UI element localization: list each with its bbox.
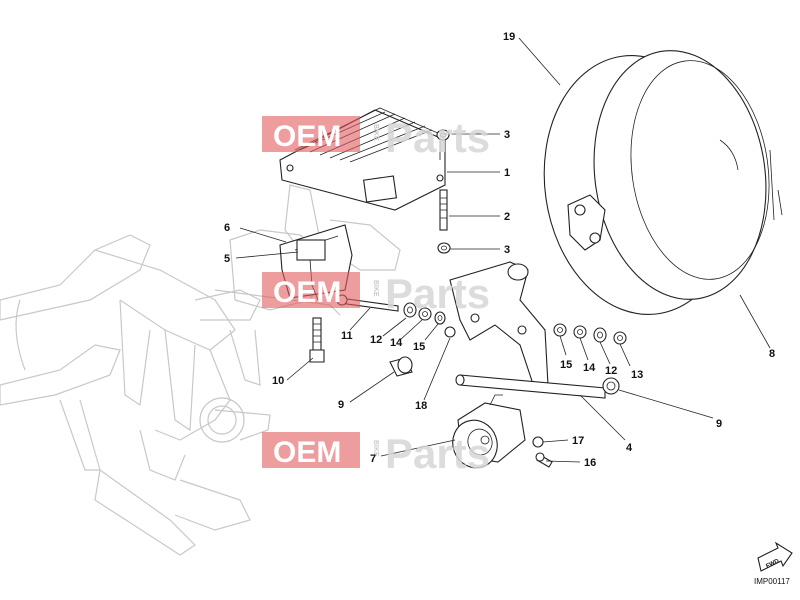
part-2-stud [439, 189, 448, 231]
forward-arrow-icon: FWD [757, 541, 793, 572]
callout-5: 5 [224, 253, 230, 265]
part-15-bushing-left [434, 311, 446, 325]
callout-9-left: 9 [338, 399, 344, 411]
callout-15-left: 15 [413, 341, 425, 353]
part-17-washer [532, 436, 544, 448]
part-9-spacer-left [389, 356, 413, 377]
callout-10: 10 [272, 375, 284, 387]
watermark-oem-text: OEM [273, 276, 341, 309]
callout-4: 4 [626, 442, 633, 454]
watermark-parts-text: Parts [385, 270, 490, 317]
callout-12-left: 12 [370, 334, 382, 346]
watermark-badge [262, 272, 360, 308]
part-12-washer-right [593, 327, 607, 343]
callout-3-top: 3 [504, 129, 510, 141]
callout-3-bottom: 3 [504, 244, 510, 256]
part-12-washer-left [403, 302, 417, 318]
frame-ghost [0, 184, 401, 556]
watermark-bike-text: BIKE [372, 280, 379, 297]
watermark-row-2: OEM BIKE Parts [262, 270, 490, 317]
callout-15-right: 15 [560, 359, 572, 371]
watermark-oem-text: OEM [273, 120, 341, 153]
part-8-headlight-body [567, 50, 783, 300]
forward-arrow-label: FWD [765, 558, 780, 570]
part-18-grommet [444, 326, 456, 338]
part-15-bushing-right [553, 323, 567, 337]
callout-labels: 19 3 1 2 3 6 5 11 12 14 15 10 9 18 15 14… [224, 31, 775, 469]
watermark-bike-text: BIKE [372, 124, 379, 141]
watermark-row-3: OEM BIKE Parts [262, 430, 490, 477]
callout-9-right: 9 [716, 418, 722, 430]
part-14-nut-left [418, 307, 432, 321]
part-4-headlight-bracket [449, 261, 606, 399]
watermark-row-1: OEM BIKE Parts [262, 114, 490, 161]
callout-12-right: 12 [605, 365, 617, 377]
part-14-nut-right [573, 325, 587, 339]
callout-13: 13 [631, 369, 643, 381]
callout-1: 1 [504, 167, 510, 179]
callout-17: 17 [572, 435, 584, 447]
part-13-cap-nut [613, 331, 627, 345]
watermark-badge [262, 432, 360, 468]
callout-14-right: 14 [583, 362, 596, 374]
watermark-parts-text: Parts [385, 430, 490, 477]
reference-code: IMP00117 [754, 577, 790, 586]
callout-18: 18 [415, 400, 427, 412]
part-3-grommet-top [436, 129, 450, 141]
watermark-parts-text: Parts [385, 114, 490, 161]
watermark-oem-text: OEM [273, 436, 341, 469]
callout-16: 16 [584, 457, 596, 469]
part-16-screw [535, 452, 553, 468]
part-9-spacer-right [602, 377, 620, 395]
callout-14-left: 14 [390, 337, 403, 349]
watermark-badge [262, 116, 360, 152]
callout-7: 7 [370, 453, 376, 465]
callout-6: 6 [224, 222, 230, 234]
part-10-bolt [309, 317, 325, 363]
part-3-grommet-bottom [437, 242, 451, 254]
watermark-bike-text: BIKE [372, 440, 379, 457]
callout-19: 19 [503, 31, 515, 43]
part-7-horn [452, 394, 526, 469]
callout-8: 8 [769, 348, 775, 360]
leader-lines [235, 37, 771, 463]
callout-11: 11 [341, 330, 353, 342]
callout-2: 2 [504, 211, 510, 223]
